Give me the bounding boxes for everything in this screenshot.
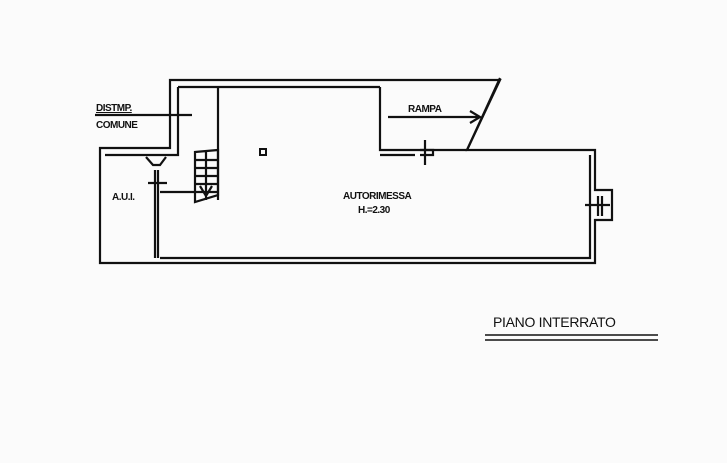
label-comune: COMUNE (96, 120, 138, 131)
label-rampa: RAMPA (408, 104, 442, 115)
ramp-diagonal (466, 77, 501, 151)
aui-partition (145, 156, 195, 258)
label-height: H.=2.30 (358, 205, 390, 216)
ramp-arrow (388, 110, 483, 124)
door-ramp (420, 140, 435, 165)
door-right (585, 196, 610, 216)
column-marker (259, 148, 267, 156)
stairs (193, 148, 220, 204)
outer-wall (98, 78, 614, 265)
label-aui: A.U.I. (112, 192, 135, 203)
label-distmp: DISTMP. (96, 103, 132, 114)
title-underline (485, 334, 658, 341)
label-autorimessa: AUTORIMESSA (343, 191, 412, 202)
inner-wall (105, 85, 592, 260)
plan-title: PIANO INTERRATO (493, 314, 616, 330)
